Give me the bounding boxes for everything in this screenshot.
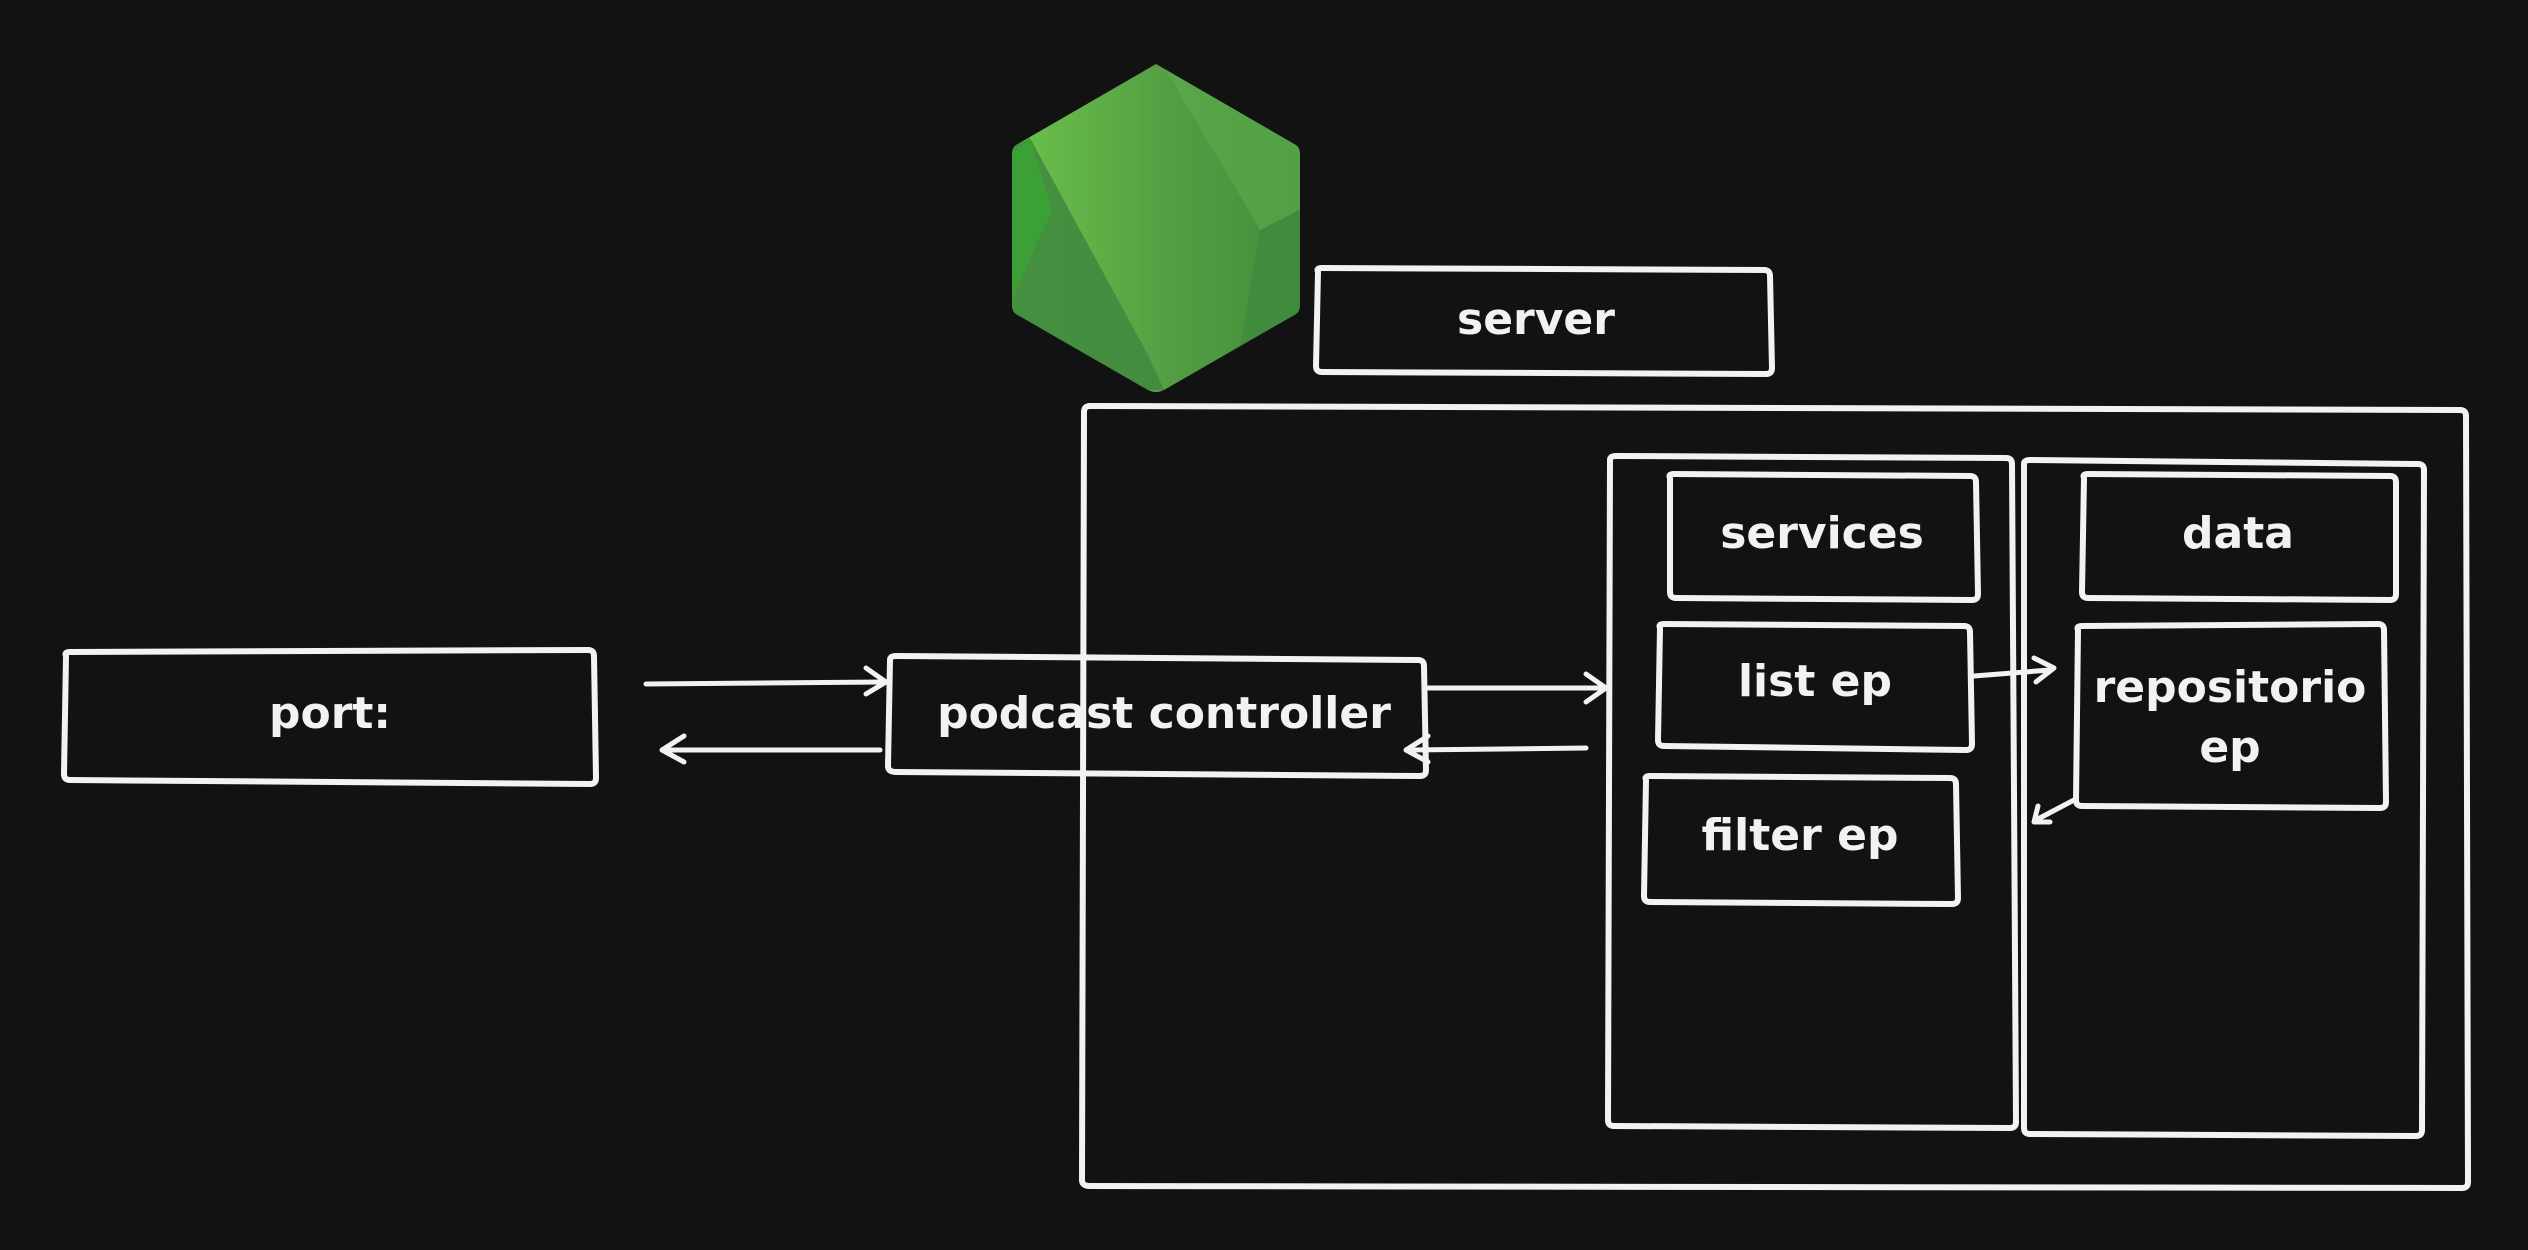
- port-label: port:: [269, 688, 391, 739]
- podcast-controller-label: podcast controller: [937, 688, 1391, 739]
- data-label-box: data: [2079, 471, 2399, 603]
- server-label: server: [1457, 294, 1615, 345]
- port-box: port:: [61, 647, 599, 787]
- filter-ep-label: filter ep: [1702, 810, 1899, 861]
- repositorio-ep-box: repositorio ep: [2073, 621, 2389, 811]
- data-column: [2021, 457, 2427, 1139]
- repositorio-label-line2: ep: [2199, 722, 2260, 773]
- arrow-controller-to-services: [1423, 671, 1609, 705]
- server-label-box: server: [1313, 265, 1775, 377]
- podcast-controller-box: podcast controller: [885, 653, 1429, 779]
- services-label: services: [1720, 508, 1924, 559]
- repositorio-label-line1: repositorio: [2094, 662, 2367, 713]
- filter-ep-box: filter ep: [1641, 773, 1961, 907]
- list-ep-label: list ep: [1738, 656, 1892, 707]
- arrow-port-to-controller: [643, 665, 889, 697]
- services-label-box: services: [1666, 471, 1981, 603]
- arrow-repositorio-to-list-ep: [2031, 797, 2077, 825]
- arrow-list-ep-to-repositorio: [1971, 655, 2057, 685]
- arrow-services-to-controller: [1403, 733, 1589, 765]
- server-container: [1079, 403, 2471, 1191]
- services-column: [1605, 453, 2019, 1131]
- arrow-controller-to-port: [659, 733, 883, 765]
- nodejs-hexagon-icon: [1012, 64, 1300, 392]
- data-label: data: [2182, 508, 2294, 559]
- list-ep-box: list ep: [1655, 621, 1975, 753]
